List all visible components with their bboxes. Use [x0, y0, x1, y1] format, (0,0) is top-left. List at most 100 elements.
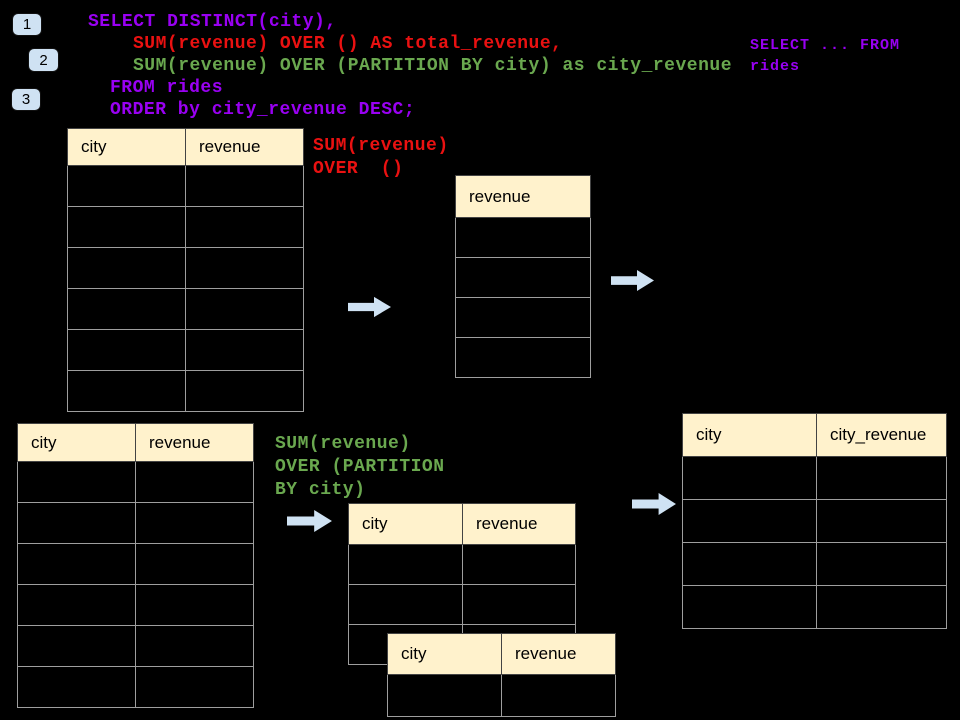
code-line: rides	[750, 58, 801, 75]
table-row	[67, 288, 304, 330]
table-row	[67, 165, 304, 207]
empty-cell	[135, 461, 254, 503]
table-row	[17, 584, 254, 626]
table-row	[17, 666, 254, 708]
table-row	[682, 456, 947, 500]
partition-by-city-annotation: SUM(revenue) OVER (PARTITION BY city)	[275, 433, 445, 502]
empty-cell	[67, 165, 186, 207]
select-from-rides-note: SELECT ... FROM rides	[750, 35, 900, 77]
table-row	[455, 297, 591, 338]
empty-cell	[135, 666, 254, 708]
empty-cell	[17, 625, 136, 667]
right-arrow-icon	[632, 492, 677, 516]
table-row	[387, 674, 616, 717]
empty-cell	[67, 288, 186, 330]
column-header: city	[67, 128, 186, 166]
right-arrow-icon	[611, 269, 655, 292]
code-line: SELECT DISTINCT(city),	[88, 12, 337, 32]
step-badge-2: 2	[28, 48, 59, 72]
empty-cell	[67, 329, 186, 371]
empty-cell	[462, 544, 576, 585]
right-arrow-icon	[287, 509, 333, 533]
code-line: SUM(revenue) OVER (PARTITION BY city) as…	[133, 56, 732, 76]
empty-cell	[17, 666, 136, 708]
column-header: city	[682, 413, 817, 457]
column-header: city	[17, 423, 136, 462]
code-line: SELECT ... FROM	[750, 37, 901, 54]
table-row	[348, 544, 576, 585]
empty-cell	[67, 206, 186, 248]
table-row	[682, 542, 947, 586]
table-row	[682, 499, 947, 543]
empty-cell	[348, 584, 463, 625]
total-revenue-annotation: SUM(revenue) OVER ()	[313, 135, 449, 181]
empty-cell	[185, 329, 304, 371]
column-header: revenue	[501, 633, 616, 675]
empty-cell	[185, 288, 304, 330]
empty-cell	[17, 584, 136, 626]
column-header: city_revenue	[816, 413, 947, 457]
code-line: SUM(revenue)	[275, 434, 411, 454]
empty-cell	[455, 337, 591, 378]
column-header: city	[348, 503, 463, 545]
empty-cell	[455, 257, 591, 298]
code-line: SUM(revenue) OVER () AS total_revenue,	[133, 34, 563, 54]
empty-cell	[816, 542, 947, 586]
code-line: BY city)	[275, 480, 366, 500]
empty-cell	[816, 585, 947, 629]
empty-cell	[816, 456, 947, 500]
empty-cell	[67, 370, 186, 412]
empty-cell	[135, 502, 254, 544]
table-row	[67, 206, 304, 248]
empty-cell	[682, 499, 817, 543]
sql-query-code: SELECT DISTINCT(city),SUM(revenue) OVER …	[88, 11, 732, 121]
code-line: OVER (PARTITION	[275, 457, 445, 477]
empty-cell	[682, 542, 817, 586]
code-line: ORDER by city_revenue DESC;	[110, 100, 416, 120]
column-header: revenue	[135, 423, 254, 462]
table-row	[17, 502, 254, 544]
table-row	[682, 585, 947, 629]
empty-cell	[185, 370, 304, 412]
table-row	[455, 257, 591, 298]
table-row	[67, 329, 304, 371]
empty-cell	[135, 584, 254, 626]
empty-cell	[185, 206, 304, 248]
table-total-revenue: revenue	[455, 175, 591, 378]
code-line: SUM(revenue)	[313, 136, 449, 156]
empty-cell	[17, 543, 136, 585]
empty-cell	[462, 584, 576, 625]
column-header: city	[387, 633, 502, 675]
empty-cell	[455, 297, 591, 338]
column-header: revenue	[185, 128, 304, 166]
column-header: revenue	[455, 175, 591, 218]
code-line: OVER ()	[313, 159, 404, 179]
empty-cell	[387, 674, 502, 717]
empty-cell	[682, 585, 817, 629]
empty-cell	[17, 461, 136, 503]
empty-cell	[185, 247, 304, 289]
table-row	[67, 370, 304, 412]
empty-cell	[348, 544, 463, 585]
empty-cell	[135, 625, 254, 667]
table-row	[17, 625, 254, 667]
empty-cell	[455, 217, 591, 258]
data-table: revenue	[455, 175, 591, 378]
empty-cell	[501, 674, 616, 717]
empty-cell	[17, 502, 136, 544]
empty-cell	[185, 165, 304, 207]
